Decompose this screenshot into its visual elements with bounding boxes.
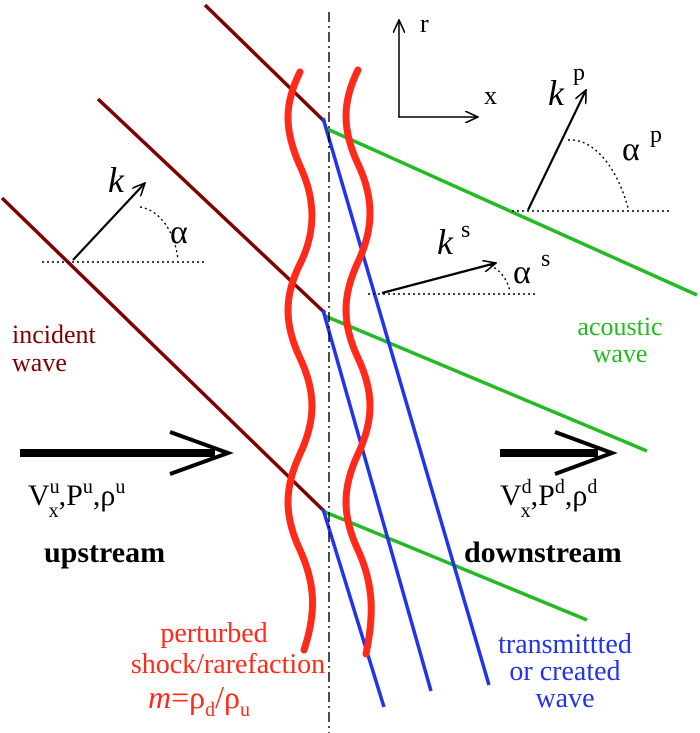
transmitted-wave-line-2 — [321, 309, 433, 692]
ks-vector-arrow — [381, 263, 496, 295]
upstream-velocity-sub: x — [49, 500, 59, 522]
downstream-velocity-sub: x — [521, 500, 531, 522]
acoustic-vector: k p α p — [512, 60, 672, 212]
ratio-equals: = — [171, 679, 189, 715]
transmitted-wave-line-3 — [321, 508, 386, 708]
ratio-denominator-sub: u — [240, 699, 250, 721]
coordinate-axes: r x — [398, 9, 497, 117]
flow-arrows — [20, 430, 618, 476]
downstream-pressure: P — [538, 479, 555, 512]
ratio-slash: / — [215, 679, 224, 715]
downstream-velocity-sup: d — [522, 476, 532, 498]
alpha-label: α — [170, 214, 188, 251]
kp-superscript: p — [573, 60, 585, 86]
compression-ratio: m=ρd/ρu — [148, 679, 250, 721]
alphap-label: α — [622, 131, 640, 168]
alphas-label: α — [513, 254, 531, 291]
downstream-velocity: V — [500, 479, 522, 512]
k-label: k — [108, 160, 125, 200]
upstream-pressure-sup: u — [83, 476, 93, 498]
alphap-superscript: p — [650, 122, 662, 148]
transmitted-label-line-2: or created — [509, 656, 620, 687]
ks-superscript: s — [461, 217, 470, 243]
acoustic-wave-label: acoustic wave — [577, 312, 662, 368]
incident-wave-line-3 — [0, 196, 327, 514]
upstream-velocity-sup: u — [50, 476, 60, 498]
incident-wave-label: incident wave — [12, 320, 97, 377]
acoustic-wave-line-1 — [324, 126, 698, 297]
shock-label: perturbed shock/rarefaction — [131, 618, 325, 680]
shock-front-right — [342, 66, 375, 658]
downstream-label: downstream — [464, 536, 622, 569]
upstream-density: ρ — [100, 479, 115, 512]
incident-waves — [0, 3, 327, 514]
incident-label-line-1: incident — [12, 320, 97, 349]
downstream-separator-2: , — [565, 479, 573, 512]
transmitted-wave-line-1 — [321, 117, 491, 686]
upstream-pressure: P — [66, 479, 83, 512]
ratio-denominator: ρ — [224, 679, 240, 715]
downstream-density-sup: d — [587, 476, 597, 498]
incident-wave-line-2 — [96, 97, 327, 315]
ratio-numerator: ρ — [189, 679, 205, 715]
transmitted-wave-label: transmittted or created wave — [498, 629, 632, 714]
incident-vector: k α — [42, 160, 205, 263]
shock-fronts — [284, 66, 375, 658]
upstream-separator-1: , — [59, 479, 67, 512]
incident-label-line-2: wave — [12, 348, 67, 377]
transmitted-label-line-1: transmittted — [498, 629, 632, 660]
upstream-velocity: V — [28, 479, 50, 512]
downstream-density: ρ — [572, 479, 587, 512]
ks-label: k — [437, 222, 454, 262]
kp-vector-arrow — [527, 90, 587, 211]
ratio-numerator-sub: d — [205, 699, 215, 721]
acoustic-wave-line-2 — [324, 314, 648, 453]
r-axis-label: r — [420, 9, 429, 38]
transmitted-vector: k s α s — [368, 217, 550, 295]
alphas-superscript: s — [541, 246, 550, 272]
transmitted-label-line-3: wave — [535, 683, 594, 714]
x-axis-label: x — [484, 81, 497, 110]
ratio-m: m — [148, 679, 171, 715]
acoustic-waves — [324, 126, 698, 622]
upstream-separator-2: , — [93, 479, 101, 512]
shock-label-line-2: shock/rarefaction — [131, 649, 325, 680]
transmitted-waves — [321, 117, 491, 708]
upstream-density-sup: u — [115, 476, 125, 498]
downstream-separator-1: , — [531, 479, 539, 512]
downstream-flow-arrowhead — [554, 430, 618, 476]
alphap-angle-arc — [567, 139, 629, 209]
downstream-pressure-sup: d — [555, 476, 565, 498]
alpha-angle-arc — [139, 206, 179, 261]
kp-label: k — [548, 73, 565, 113]
shock-front-left — [284, 68, 317, 654]
acoustic-label-line-2: wave — [593, 339, 648, 368]
acoustic-wave-line-3 — [324, 510, 588, 622]
k-vector-arrow — [72, 183, 145, 261]
alphas-angle-arc — [489, 264, 511, 293]
acoustic-label-line-1: acoustic — [577, 312, 662, 341]
upstream-flow-arrowhead — [169, 430, 234, 476]
upstream-label: upstream — [44, 536, 165, 569]
shock-label-line-1: perturbed — [160, 618, 267, 649]
incident-wave-line-1 — [203, 3, 327, 124]
